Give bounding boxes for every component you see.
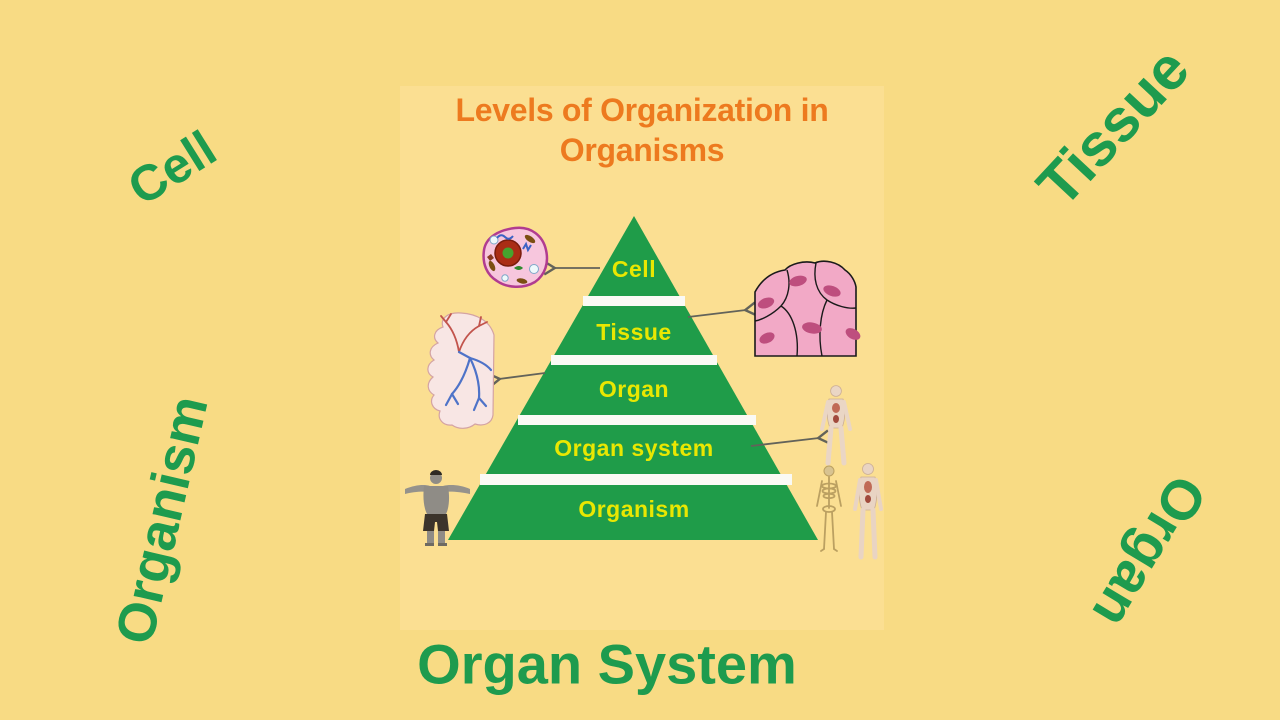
pyramid-divider-3 [518, 415, 756, 425]
decorative-word-organ-system: Organ System [417, 632, 797, 696]
pyramid: Cell Tissue Organ Organ system Organism [448, 216, 818, 540]
connector-arrows [488, 260, 830, 447]
muscular-man-illustration [405, 470, 470, 546]
pyramid-divider-1 [583, 296, 685, 306]
pyramid-label-cell: Cell [612, 256, 656, 282]
pyramid-divider-2 [551, 355, 717, 365]
animal-cell-illustration [482, 226, 549, 288]
epithelial-tissue-illustration [754, 260, 861, 357]
organ-arrow-icon [488, 372, 546, 388]
human-anatomy-figure-illustration [820, 385, 852, 466]
pyramid-triangle [448, 216, 818, 540]
pyramid-label-organ: Organ [599, 376, 669, 402]
pyramid-label-organism: Organism [578, 496, 689, 522]
skeleton-and-anatomy-figures-illustration [816, 463, 883, 560]
organ-system-arrow-icon [750, 429, 830, 447]
pyramid-label-organ-system: Organ system [554, 435, 713, 461]
page-title: Levels of Organization in Organisms [455, 92, 829, 168]
pyramid-label-tissue: Tissue [596, 319, 671, 345]
pyramid-divider-4 [480, 474, 792, 485]
tissue-arrow-icon [687, 301, 757, 318]
lung-blood-vessels-illustration [427, 312, 495, 429]
